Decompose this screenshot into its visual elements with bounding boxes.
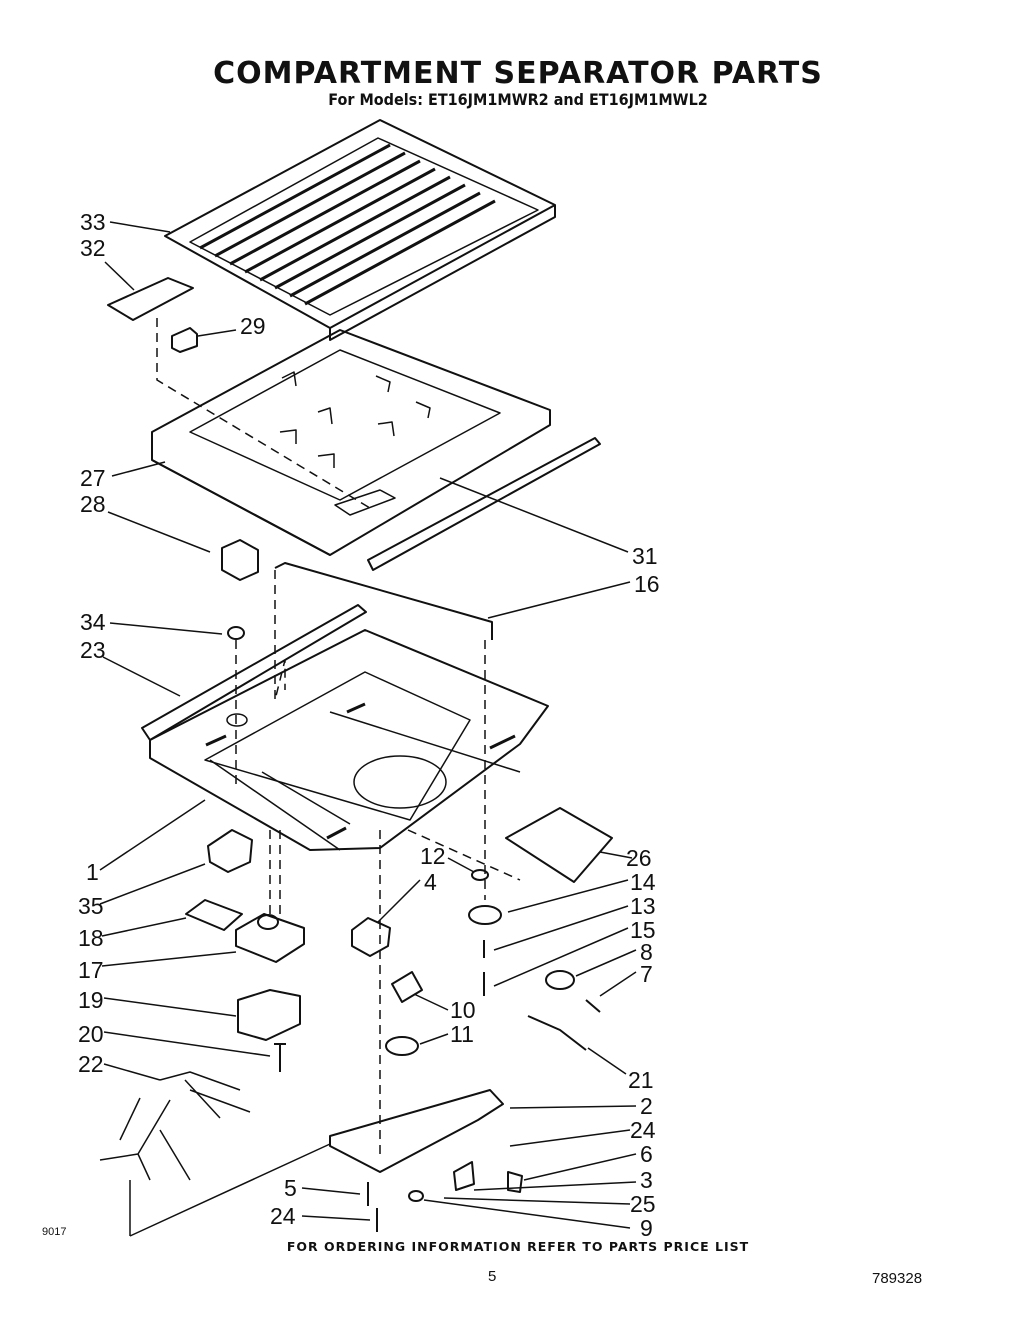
callout-4: 4 <box>424 869 437 895</box>
callout-16: 16 <box>634 571 660 597</box>
gasket-strip <box>367 437 601 571</box>
separator-frame <box>151 329 551 556</box>
callout-9: 9 <box>640 1215 653 1241</box>
damper-35 <box>207 829 253 873</box>
document-number: 789328 <box>872 1270 923 1287</box>
socket-14 <box>468 905 502 925</box>
callout-17: 17 <box>78 957 104 983</box>
callout-1: 1 <box>86 859 99 885</box>
callout-35: 35 <box>78 893 104 919</box>
frame-18 <box>185 899 243 931</box>
bulb-7 <box>545 970 575 990</box>
callout-26: 26 <box>626 845 652 871</box>
callout-18: 18 <box>78 925 104 951</box>
screw-34 <box>227 626 245 640</box>
block-29 <box>171 327 198 353</box>
control-19 <box>237 989 301 1041</box>
washer-12 <box>471 869 489 881</box>
cover-grille <box>164 119 556 341</box>
part-6 <box>507 1171 523 1193</box>
callout-33: 33 <box>80 209 106 235</box>
model-subtitle: For Models: ET16JM1MWR2 and ET16JM1MWL2 <box>328 90 708 109</box>
insulation-26 <box>505 807 613 883</box>
switch-3 <box>453 1161 475 1191</box>
callout-12: 12 <box>420 843 446 869</box>
screw-20 <box>274 1043 286 1072</box>
callout-11: 11 <box>450 1021 474 1047</box>
separator-pan <box>141 604 549 851</box>
callout-6: 6 <box>640 1141 653 1167</box>
callout-3: 3 <box>640 1167 653 1193</box>
figure-code: 9017 <box>42 1226 67 1238</box>
callout-22: 22 <box>78 1051 104 1077</box>
ordering-note: FOR ORDERING INFORMATION REFER TO PARTS … <box>286 1239 750 1254</box>
callout-8: 8 <box>640 939 653 965</box>
callout-14: 14 <box>630 869 656 895</box>
block-28 <box>221 539 259 581</box>
page-number: 5 <box>488 1268 497 1285</box>
callout-29: 29 <box>240 313 266 339</box>
housing-2 <box>329 1089 504 1173</box>
switch-10 <box>391 971 423 1003</box>
callout-31: 31 <box>632 543 658 569</box>
callout-2: 2 <box>640 1093 653 1119</box>
callout-19: 19 <box>78 987 104 1013</box>
callout-28: 28 <box>80 491 106 517</box>
housing-17 <box>235 913 305 963</box>
knob-11 <box>385 1036 419 1056</box>
callout-5: 5 <box>284 1175 297 1201</box>
callout-23: 23 <box>80 637 106 663</box>
callout-32: 32 <box>80 235 106 261</box>
bracket-4 <box>351 917 391 957</box>
callout-20: 20 <box>78 1021 104 1047</box>
callout-13: 13 <box>630 893 656 919</box>
callout-27: 27 <box>80 465 106 491</box>
wire-21 <box>527 999 601 1051</box>
page-title: COMPARTMENT SEPARATOR PARTS <box>213 56 823 91</box>
callout-24-lower: 24 <box>270 1203 296 1229</box>
callout-10: 10 <box>450 997 476 1023</box>
rod-16 <box>274 562 493 640</box>
callout-7: 7 <box>640 961 653 987</box>
callout-25: 25 <box>630 1191 656 1217</box>
wire-harness <box>99 1071 331 1237</box>
callout-24: 24 <box>630 1117 656 1143</box>
callout-34: 34 <box>80 609 106 635</box>
callout-21: 21 <box>628 1067 654 1093</box>
nut-9 <box>408 1190 424 1202</box>
callout-15: 15 <box>630 917 656 943</box>
label-card <box>107 277 194 321</box>
